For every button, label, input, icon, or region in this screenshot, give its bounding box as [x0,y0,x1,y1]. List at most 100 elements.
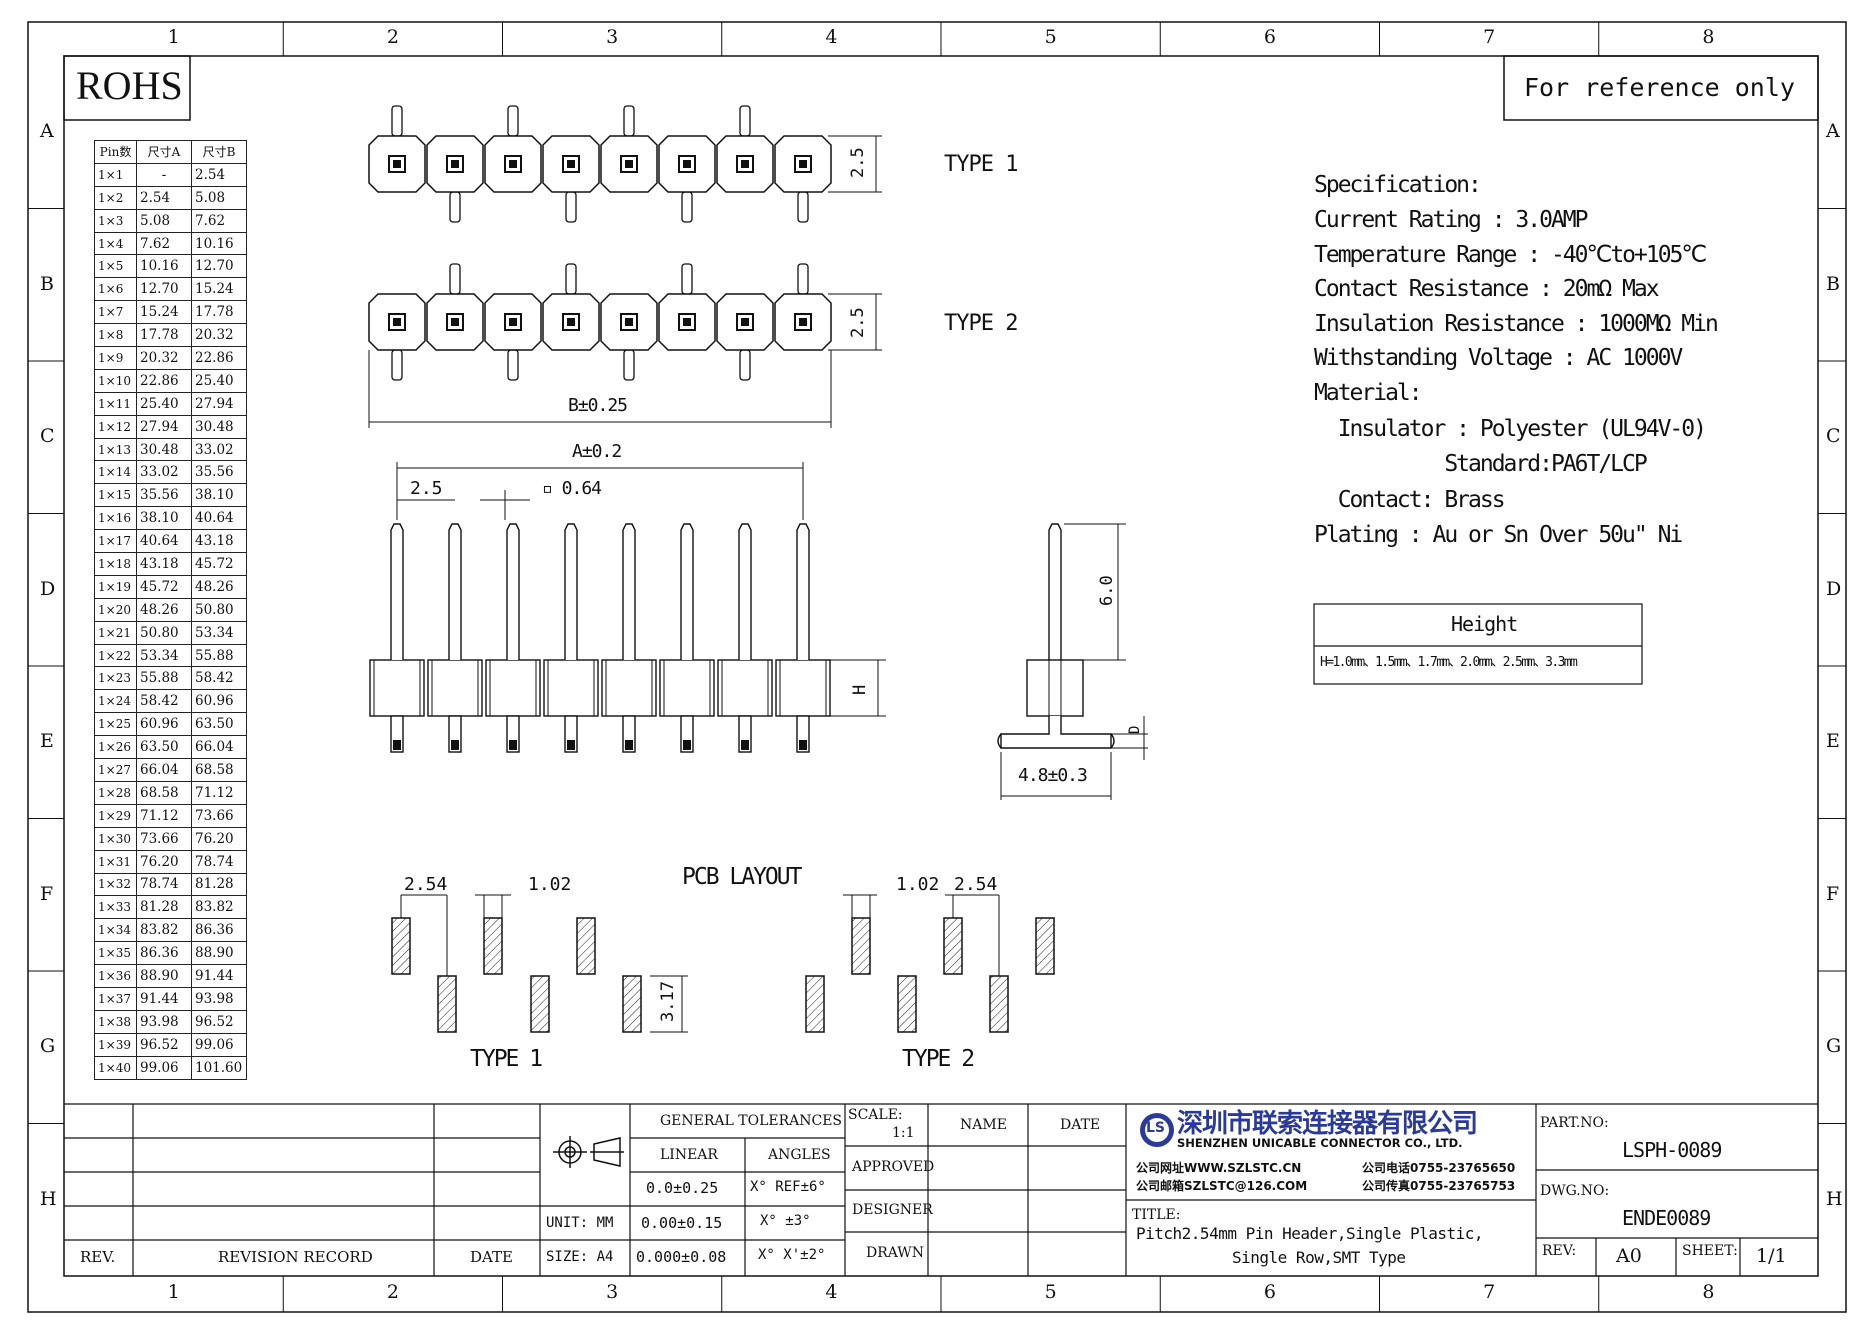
rohs-box [63,55,191,121]
zone-column-label-bottom: 3 [606,1281,619,1303]
top-view-type2-label: TYPE 2 [944,311,1018,336]
pcb-layout-type2 [805,917,1055,1033]
company-phone: 公司电话0755-23765650 [1362,1161,1516,1175]
size-b-cell: 101.60 [191,1055,247,1080]
company-name-en: SHENZHEN UNICABLE CONNECTOR CO., LTD. [1177,1136,1463,1150]
pin-count-cell: 1×14 [94,460,137,485]
zone-row-label-right: E [1826,730,1840,753]
size-b-cell: 88.90 [191,941,247,966]
zone-column-label-bottom: 1 [167,1281,180,1303]
size-a-cell: 71.12 [136,803,192,828]
pin-count-cell: 1×39 [94,1032,137,1057]
pcb-layout-title: PCB LAYOUT [682,864,802,890]
size-a-cell: 66.04 [136,758,192,782]
size-a-cell: 73.66 [136,826,192,851]
size-a-cell: 38.10 [136,506,192,531]
title-label: TITLE: [1132,1207,1181,1223]
scale-value: 1:1 [892,1125,915,1141]
pin-count-cell: 1×28 [94,780,137,805]
zone-column-label-top: 1 [167,26,180,48]
pcb-type1-label: TYPE 1 [470,1046,543,1072]
zone-row-label-left: D [40,577,56,600]
dwg-no-value: ENDE0089 [1622,1206,1711,1230]
spec-line: Contact: Brass [1314,487,1506,513]
size-a-cell: 33.02 [136,460,192,485]
spec-line: Insulation Resistance : 1000MΩ Min [1314,311,1719,337]
size-a-cell: 30.48 [136,437,192,462]
size-a-cell: 17.78 [136,323,192,348]
size-a-cell: 15.24 [136,300,192,325]
revision-date-header: DATE [470,1248,513,1266]
pin-count-cell: 1×23 [94,666,137,691]
dim-a-label: A±0.2 [572,441,622,462]
zone-row-label-left: F [40,882,54,905]
pin-count-cell: 1×38 [94,1009,137,1034]
company-name-cn: 深圳市联索连接器有限公司 [1177,1109,1478,1139]
size-a-cell: 55.88 [136,666,192,691]
zone-column-label-top: 2 [386,26,399,48]
spec-line: Contact Resistance : 20mΩ Max [1314,276,1660,302]
sheet-value: 1/1 [1756,1245,1787,1267]
designer-label: DESIGNER [852,1202,933,1218]
scale-label: SCALE: [848,1107,903,1123]
zone-column-label-bottom: 4 [825,1281,838,1303]
angles-label: ANGLES [768,1147,831,1163]
size-a-cell: 83.82 [136,918,192,943]
part-no-label: PART.NO: [1540,1115,1609,1131]
rev-value: A0 [1616,1245,1642,1267]
pin-count-cell: 1×7 [94,300,137,325]
size-b-cell: 60.96 [191,689,247,714]
zone-row-label-right: G [1826,1035,1842,1058]
dim-height-top1: 2.5 [848,147,868,178]
size-a-cell: - [136,162,192,187]
pin-count-cell: 1×36 [94,964,137,988]
rohs-label: ROHS [76,63,183,108]
pcb-102-right: 1.02 [896,874,940,895]
dim-b-label: B±0.25 [568,395,628,416]
pin-count-cell: 1×40 [94,1055,137,1080]
size-a-cell: 63.50 [136,735,192,760]
zone-row-label-right: H [1826,1187,1843,1210]
size-a-cell: 76.20 [136,849,192,874]
size-b-cell: 48.26 [191,574,247,599]
pcb-102-left: 1.02 [528,874,572,895]
linear-tol-1: 0.0±0.25 [646,1179,719,1197]
size-a-cell: 50.80 [136,620,192,645]
zone-column-label-bottom: 2 [386,1281,399,1303]
zone-column-label-bottom: 8 [1702,1281,1715,1303]
size-b-cell: 5.08 [191,185,247,210]
size-b-cell: 99.06 [191,1032,247,1057]
angle-tol-1: X° REF±6° [750,1179,826,1195]
spec-line: Standard:PA6T/LCP [1314,451,1647,477]
reference-box [1503,55,1819,121]
pcb-254-right: 2.54 [954,874,998,895]
size-a-cell: 96.52 [136,1032,192,1057]
table-header-row: Pin数 尺寸A 尺寸B [94,140,247,164]
size-b-cell: 66.04 [191,735,247,760]
reference-label: For reference only [1524,73,1795,102]
size-b-cell: 30.48 [191,414,247,439]
top-view-type1 [368,105,832,223]
spec-line: Withstanding Voltage : AC 1000V [1314,345,1683,371]
pin-count-cell: 1×18 [94,552,137,576]
size-a-cell: 91.44 [136,986,192,1011]
logo-letters: LS [1146,1120,1166,1136]
size-b-cell: 58.42 [191,666,247,691]
pin-count-cell: 1×4 [94,231,137,256]
